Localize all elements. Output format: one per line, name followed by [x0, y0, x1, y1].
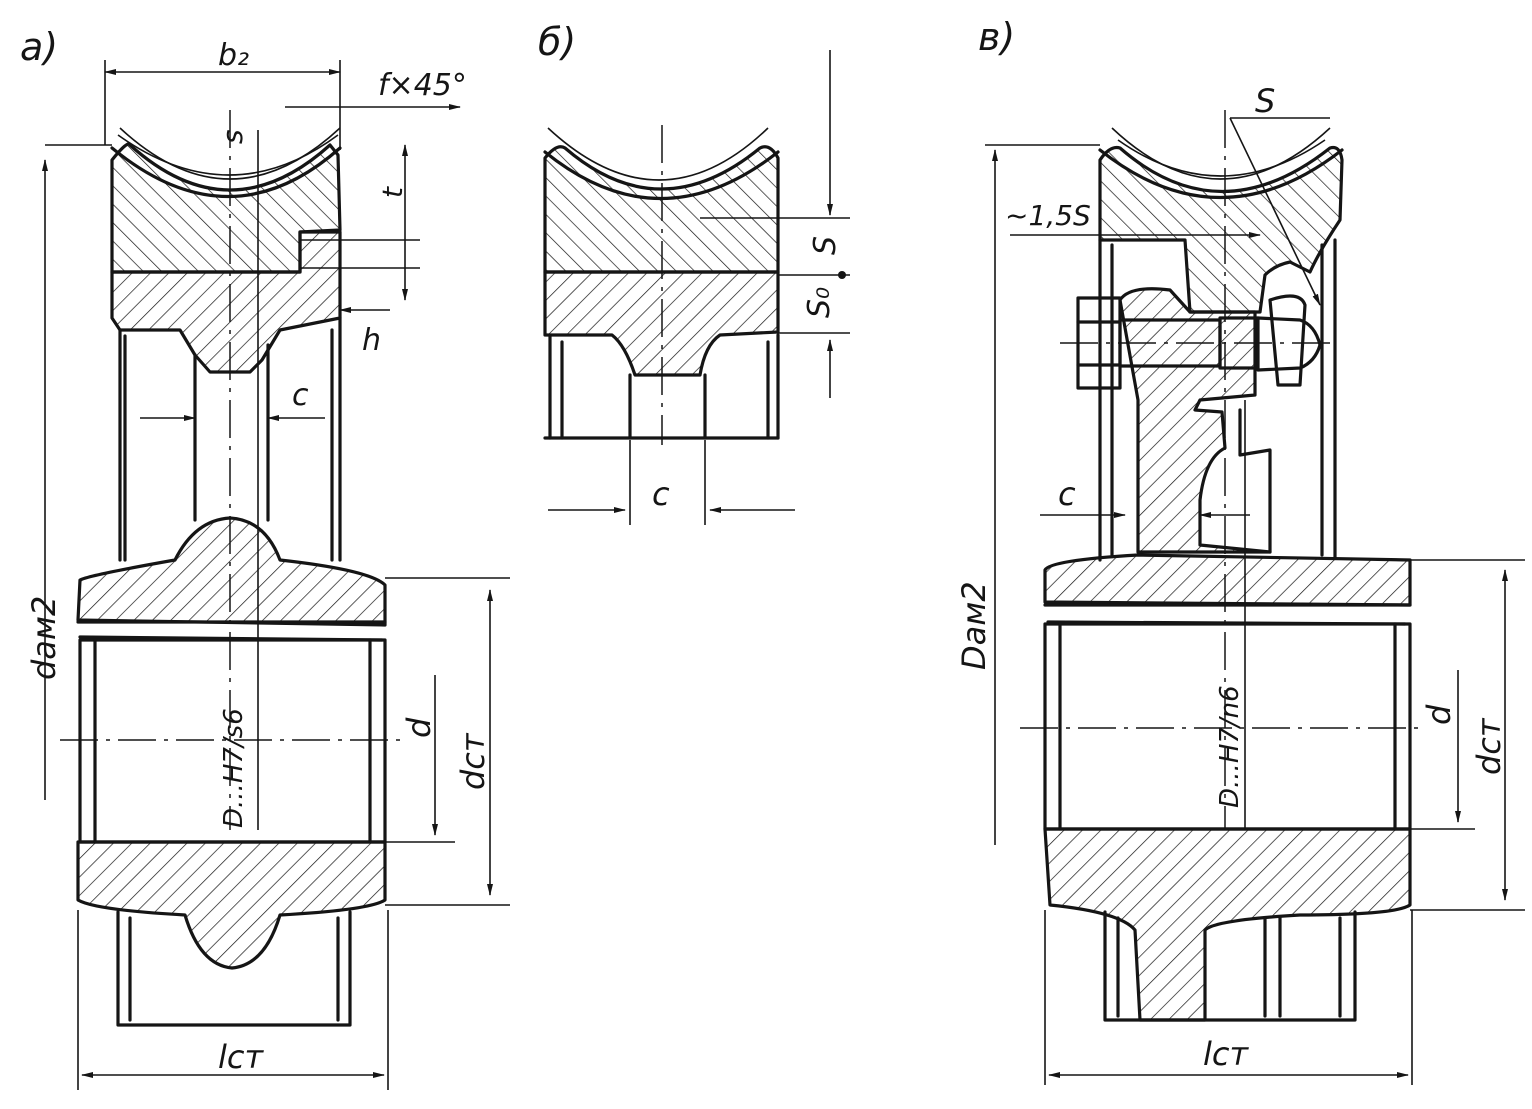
rim-a: [110, 230, 342, 374]
dim-s0-b: S₀: [802, 287, 837, 318]
lower-web-v: [1103, 910, 1357, 1022]
panel-v-label: в): [978, 15, 1015, 59]
dim-chamfer: f×45°: [378, 68, 467, 103]
dim-c-b: c: [652, 475, 670, 513]
dim-c-a: c: [292, 378, 309, 413]
panel-a-label: а): [20, 25, 58, 69]
flange-v: [1118, 287, 1272, 554]
hub-bottom-v: [1043, 827, 1412, 1022]
dim-d-v: d: [1420, 704, 1458, 725]
panel-b: б) S S₀ c: [538, 20, 850, 525]
crown-outer-v: [1117, 139, 1326, 177]
crown-top-b: [543, 150, 780, 200]
hub-top-a: [76, 516, 387, 627]
dim-s-b: S: [808, 236, 843, 255]
crown-v: [1098, 145, 1344, 314]
fit-v: D...H7/n6: [1215, 685, 1245, 808]
crown-outer-a: [117, 134, 339, 176]
dim-b2: b₂: [218, 38, 249, 73]
dim-dam2: dам2: [25, 596, 63, 680]
dim-approx-v: ~1,5S: [1005, 199, 1091, 232]
dim-dst-v: dст: [1470, 717, 1508, 775]
dim-s-a: s: [216, 129, 249, 144]
fit-a: D...H7/s6: [219, 708, 249, 828]
panel-b-label: б): [538, 20, 576, 64]
dim-Dam2: Dам2: [955, 581, 993, 670]
panel-v: в) S ~1,5S c Dам2 d dст lст D...H7/n6: [955, 15, 1525, 1085]
crown-a: [110, 142, 342, 274]
dim-s-v: S: [1255, 82, 1275, 120]
crown-top-a: [110, 146, 342, 198]
dim-t: t: [376, 186, 409, 198]
lock-washer-v: [1268, 294, 1307, 387]
crown-top-v: [1098, 148, 1344, 199]
nut-cap-v: [1256, 316, 1322, 372]
crown-pitch-v: [1111, 127, 1331, 180]
dim-dst-a: dст: [454, 732, 492, 790]
hub-top-v: [1043, 553, 1412, 607]
dim-lst-v: lст: [1203, 1035, 1249, 1073]
lower-web-a: [116, 910, 352, 1027]
crown-pitch-b: [547, 127, 769, 181]
step-v: [1238, 408, 1272, 554]
dim-lst-a: lст: [218, 1038, 264, 1076]
dim-d-a: d: [400, 717, 438, 738]
dim-h: h: [362, 323, 381, 358]
dim-c-v: c: [1058, 475, 1076, 513]
hub-bottom-a: [76, 840, 387, 970]
panel-a: а) b₂ f×45° s t h c dам2 d dст lст D...H…: [20, 25, 510, 1090]
